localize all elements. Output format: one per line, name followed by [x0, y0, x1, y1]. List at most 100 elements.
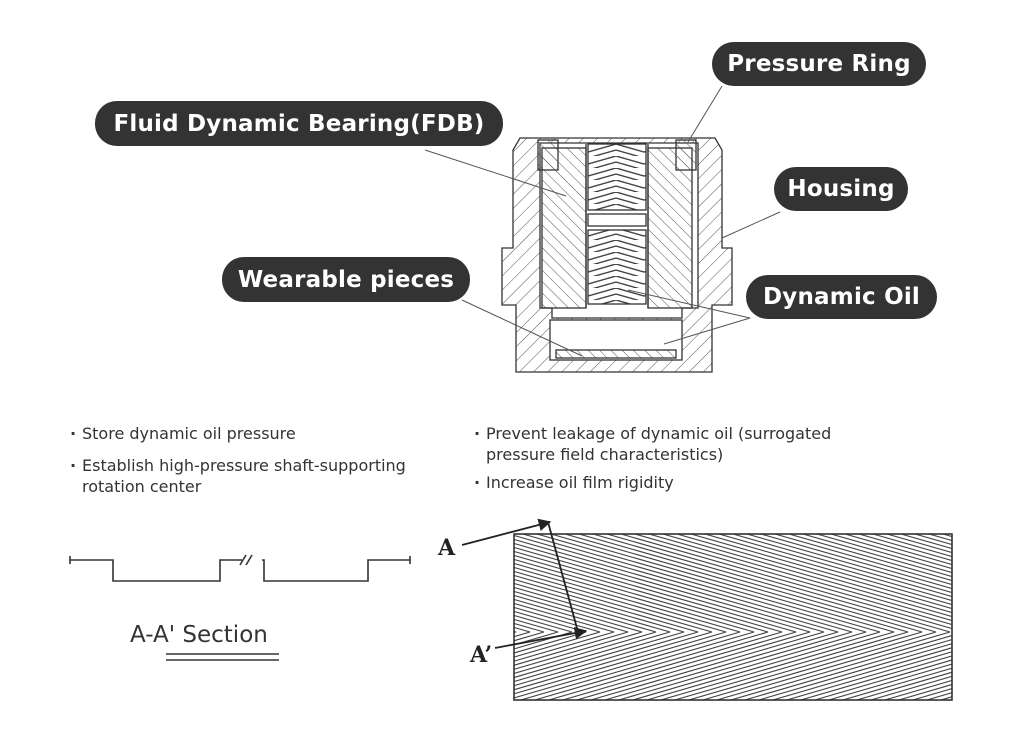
- groove-line: [800, 534, 952, 578]
- bullet-left-1: · Store dynamic oil pressure: [70, 423, 296, 444]
- bullet-text: Establish high-pressure shaft-supporting: [82, 456, 406, 475]
- section-profile: [69, 554, 411, 582]
- groove-line: [646, 534, 952, 622]
- groove-line: [514, 631, 643, 670]
- groove-line: [0, 512, 320, 632]
- bullet-left-2: · Establish high-pressure shaft-supportin…: [70, 455, 406, 497]
- bullet-text: Increase oil film rigidity: [486, 473, 674, 492]
- groove-line: [514, 631, 699, 687]
- groove-line: [514, 614, 573, 633]
- label-wearable-pieces: Wearable pieces: [222, 257, 470, 302]
- groove-line: [0, 632, 124, 702]
- groove-line: [514, 562, 755, 633]
- groove-line: [716, 534, 952, 602]
- groove-line: [0, 512, 180, 632]
- groove-line: [82, 512, 502, 632]
- groove-line: [938, 696, 952, 700]
- groove-line: [248, 632, 488, 702]
- groove-line: [784, 651, 952, 700]
- groove-line: [742, 639, 952, 700]
- label-fdb: Fluid Dynamic Bearing(FDB): [95, 101, 503, 146]
- leader-housing: [721, 211, 781, 239]
- groove-line: [924, 692, 952, 700]
- groove-line: [514, 631, 629, 666]
- label-dynamic-oil: Dynamic Oil: [746, 275, 937, 319]
- groove-line: [840, 667, 952, 700]
- groove-line: [616, 631, 853, 700]
- groove-line: [854, 671, 952, 700]
- groove-line: [630, 631, 867, 700]
- groove-line: [514, 631, 727, 695]
- groove-line: [756, 643, 952, 700]
- label-pressure-ring: Pressure Ring: [712, 42, 926, 86]
- groove-line: [514, 594, 643, 633]
- groove-line: [576, 534, 923, 633]
- groove-line: [910, 688, 952, 700]
- groove-line: [514, 631, 685, 683]
- groove-line: [0, 512, 250, 632]
- groove-line: [772, 534, 952, 586]
- groove-line: [514, 610, 587, 633]
- leader-fdb: [424, 149, 567, 197]
- groove-line: [514, 631, 615, 662]
- groove-line: [674, 534, 952, 614]
- groove-line: [976, 632, 1024, 702]
- groove-line: [0, 512, 110, 632]
- groove-line: [514, 631, 671, 679]
- groove-line: [618, 534, 952, 630]
- groove-line: [40, 512, 460, 632]
- bullet-text-cont: pressure field characteristics): [486, 445, 724, 464]
- groove-line: [562, 534, 909, 633]
- groove-line: [812, 659, 952, 700]
- groove-line: [882, 679, 952, 700]
- groove-line: [234, 632, 474, 702]
- groove-line: [588, 631, 825, 700]
- section-underline: [166, 653, 279, 661]
- groove-line: [632, 534, 952, 626]
- groove-line: [514, 631, 713, 691]
- groove-line: [514, 631, 657, 674]
- bullet-right-1: ·Prevent leakage of dynamic oil (surroga…: [474, 423, 831, 465]
- bullet-text: Store dynamic oil pressure: [82, 424, 296, 443]
- section-mark-a-prime: A’: [470, 642, 493, 668]
- groove-line: [0, 512, 124, 632]
- groove-line: [0, 512, 222, 632]
- bullet-text: Prevent leakage of dynamic oil (surrogat…: [486, 424, 832, 443]
- groove-line: [730, 534, 952, 598]
- groove-line: [514, 631, 741, 699]
- groove-line: [548, 534, 895, 633]
- groove-line: [1004, 632, 1024, 702]
- groove-line: [534, 534, 881, 633]
- section-cut-arrows: [461, 518, 588, 649]
- groove-line: [826, 663, 952, 700]
- groove-line: [514, 626, 531, 633]
- groove-line: [514, 550, 797, 633]
- groove-line: [0, 512, 362, 632]
- bullet-dot: ·: [70, 456, 77, 475]
- groove-line: [714, 631, 951, 700]
- groove-line: [514, 631, 531, 638]
- groove-line: [0, 512, 390, 632]
- groove-line: [514, 546, 811, 633]
- section-mark-a: A: [438, 535, 456, 561]
- groove-line: [728, 634, 952, 700]
- groove-line: [702, 534, 952, 606]
- groove-line: [770, 647, 952, 700]
- groove-line: [546, 631, 783, 700]
- groove-line: [514, 542, 825, 633]
- bullet-dot: ·: [474, 473, 481, 492]
- groove-line: [896, 683, 952, 700]
- groove-line: [688, 534, 952, 610]
- groove-line: [514, 570, 727, 633]
- groove-line: [560, 631, 797, 700]
- groove-line: [514, 622, 545, 633]
- groove-line: [514, 538, 839, 633]
- groove-line: [948, 632, 1024, 702]
- groove-line: [0, 512, 264, 632]
- groove-line: [0, 512, 152, 632]
- groove-line: [644, 631, 881, 700]
- groove-line: [514, 631, 587, 654]
- section-label: A-A' Section: [130, 622, 268, 648]
- bullet-dot: ·: [70, 424, 77, 443]
